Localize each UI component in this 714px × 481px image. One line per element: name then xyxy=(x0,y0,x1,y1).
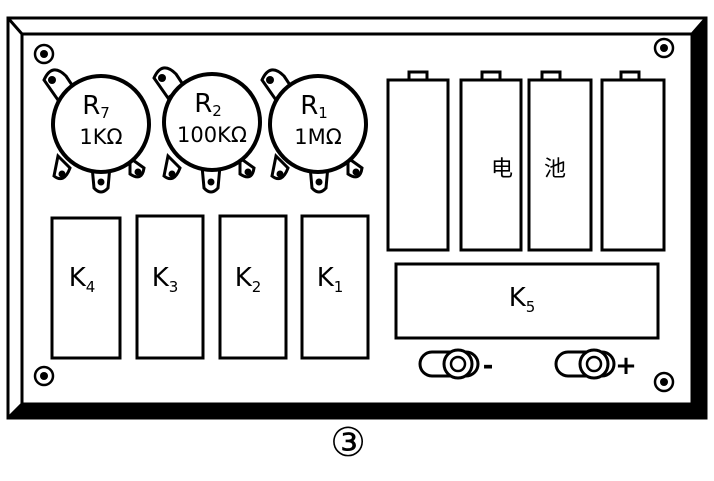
switch-k5[interactable]: K5 xyxy=(394,262,660,340)
battery-label-char-1: 电 xyxy=(491,157,513,182)
potentiometer-r7[interactable]: R7 1KΩ xyxy=(42,68,151,194)
r7-letter: R xyxy=(82,91,100,121)
r1-letter: R xyxy=(300,91,318,121)
screw-top-left xyxy=(33,43,55,65)
switch-k2[interactable]: K2 xyxy=(218,214,288,360)
terminal-negative-sign: - xyxy=(483,351,494,381)
switch-k4[interactable]: K4 xyxy=(50,216,122,360)
battery-pack xyxy=(386,70,666,252)
k1-label: K1 xyxy=(317,263,344,296)
k5-label: K5 xyxy=(509,283,536,316)
battery-cell-1 xyxy=(386,70,450,252)
r1-value: 1MΩ xyxy=(294,125,342,149)
switch-k3[interactable]: K3 xyxy=(135,214,205,360)
figure-caption: ③ xyxy=(330,420,366,466)
k2-letter: K xyxy=(235,263,253,293)
k3-label: K3 xyxy=(152,263,179,296)
k4-letter: K xyxy=(69,263,87,293)
k2-sub: 2 xyxy=(252,278,262,296)
k1-sub: 1 xyxy=(334,278,344,296)
k1-letter: K xyxy=(317,263,335,293)
screw-top-right xyxy=(653,37,675,59)
terminal-positive-sign: + xyxy=(615,351,637,381)
battery-label-char-2: 池 xyxy=(544,157,566,182)
k4-label: K4 xyxy=(69,263,96,296)
r7-label: R7 xyxy=(82,91,110,122)
screw-bottom-left xyxy=(33,365,55,387)
screw-bottom-right xyxy=(653,371,675,393)
battery-cell-4 xyxy=(600,70,666,252)
r1-label: R1 xyxy=(300,91,328,122)
board-bevel-right xyxy=(692,18,706,418)
terminal-negative[interactable]: - xyxy=(418,348,494,381)
r1-sub: 1 xyxy=(318,104,328,122)
battery-cell-2 xyxy=(459,70,523,252)
potentiometer-r1[interactable]: R1 1MΩ xyxy=(260,68,368,194)
r2-sub: 2 xyxy=(212,102,222,120)
r2-label: R2 xyxy=(194,89,222,120)
k3-sub: 3 xyxy=(169,278,179,296)
board-bevel-bottom xyxy=(8,404,706,418)
r2-value: 100KΩ xyxy=(177,123,247,147)
terminal-positive[interactable]: + xyxy=(554,348,637,381)
k4-sub: 4 xyxy=(86,278,96,296)
r2-letter: R xyxy=(194,89,212,119)
potentiometer-r2[interactable]: R2 100KΩ xyxy=(152,66,262,194)
r7-sub: 7 xyxy=(100,104,110,122)
k2-label: K2 xyxy=(235,263,262,296)
battery-cell-3 xyxy=(527,70,593,252)
k3-letter: K xyxy=(152,263,170,293)
k5-letter: K xyxy=(509,283,527,313)
k5-sub: 5 xyxy=(526,298,536,316)
r7-value: 1KΩ xyxy=(79,125,122,149)
switch-k1[interactable]: K1 xyxy=(300,214,370,360)
